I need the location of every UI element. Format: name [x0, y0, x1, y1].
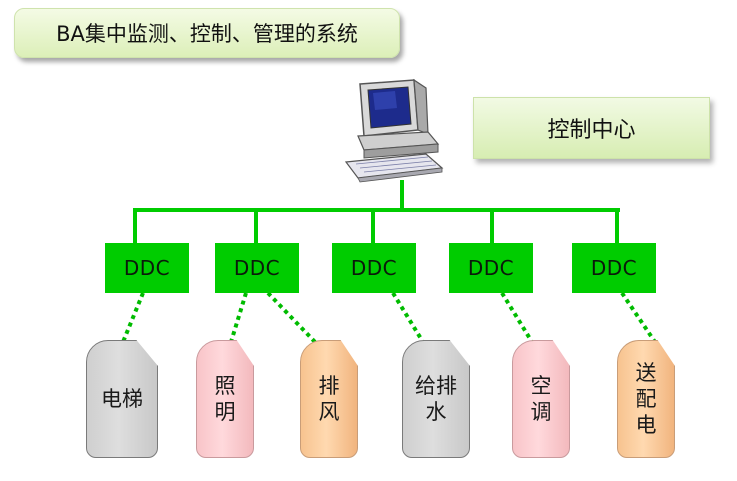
- device-air-conditioning: 空 调: [512, 340, 570, 458]
- device-label: 电: [635, 413, 657, 437]
- device-label: 电梯: [101, 387, 143, 411]
- device-label: 空: [530, 374, 552, 398]
- device-label: 风: [318, 400, 340, 424]
- ddc-unit-3: DDC: [332, 243, 416, 293]
- device-label: 配: [635, 387, 657, 411]
- link-exhaust: [266, 291, 317, 344]
- link-water: [391, 291, 425, 344]
- device-label: 给排: [415, 374, 457, 398]
- ddc-unit-5: DDC: [572, 243, 656, 293]
- link-power: [620, 291, 657, 344]
- link-lighting: [229, 292, 248, 343]
- dotted-links: [121, 291, 657, 344]
- device-label: 调: [530, 400, 552, 424]
- link-elevator: [121, 292, 145, 343]
- ddc-unit-2: DDC: [215, 243, 299, 293]
- control-center-box: 控制中心: [473, 97, 710, 159]
- device-label: 排: [318, 374, 340, 398]
- computer-icon: [344, 78, 444, 183]
- device-label: 送: [635, 361, 657, 385]
- device-water: 给排 水: [402, 340, 470, 458]
- device-power-distribution: 送 配 电: [617, 340, 675, 458]
- device-label: 明: [214, 400, 236, 424]
- diagram-title: BA集中监测、控制、管理的系统: [14, 8, 400, 58]
- device-elevator: 电梯: [86, 340, 158, 458]
- device-lighting: 照 明: [196, 340, 254, 458]
- link-ac: [500, 291, 534, 344]
- ddc-unit-4: DDC: [449, 243, 533, 293]
- main-bus: [133, 180, 620, 243]
- device-label: 照: [214, 374, 236, 398]
- ddc-unit-1: DDC: [105, 243, 189, 293]
- device-label: 水: [425, 400, 447, 424]
- device-exhaust: 排 风: [300, 340, 358, 458]
